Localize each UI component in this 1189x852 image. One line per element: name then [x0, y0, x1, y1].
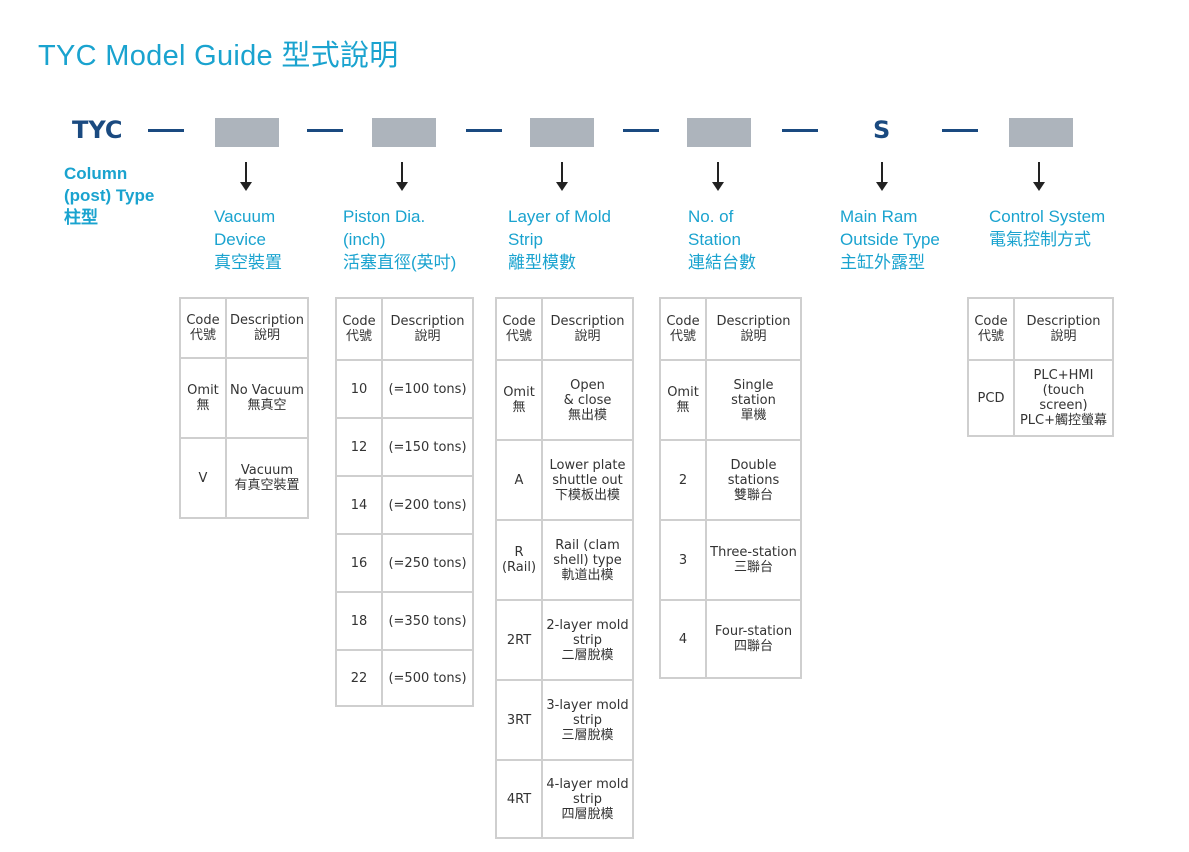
table-row: 10(=100 tons) — [335, 359, 474, 419]
arrow-down-icon — [240, 162, 252, 192]
code-slot-layer — [530, 118, 594, 147]
code-slot-piston — [372, 118, 436, 147]
label-no-station: No. of Station 連結台數 — [688, 207, 756, 272]
code-slot-vacuum — [215, 118, 279, 147]
table-row: 14(=200 tons) — [335, 475, 474, 535]
arrow-down-icon — [396, 162, 408, 192]
label-control-system: Control System 電氣控制方式 — [989, 207, 1106, 249]
fixed-code-s: S — [873, 116, 891, 144]
table-row: 18(=350 tons) — [335, 591, 474, 651]
arrow-down-icon — [712, 162, 724, 192]
table-row: 22(=500 tons) — [335, 649, 474, 707]
separator-dash — [782, 129, 818, 132]
table-row: 12(=150 tons) — [335, 417, 474, 477]
table-row: 16(=250 tons) — [335, 533, 474, 593]
separator-dash — [148, 129, 184, 132]
code-slot-control — [1009, 118, 1073, 147]
label-vacuum-device: Vacuum Device 真空裝置 — [214, 207, 282, 272]
arrow-down-icon — [876, 162, 888, 192]
model-prefix: TYC — [72, 116, 123, 144]
table-row: PCD PLC+HMI(touch screen)PLC+觸控螢幕 — [967, 359, 1114, 437]
separator-dash — [307, 129, 343, 132]
column-post-label: Column (post) Type 柱型 — [64, 164, 155, 227]
separator-dash — [942, 129, 978, 132]
arrow-down-icon — [1033, 162, 1045, 192]
page-title: TYC Model Guide 型式說明 — [38, 40, 399, 72]
label-main-ram: Main Ram Outside Type 主缸外露型 — [840, 207, 940, 272]
arrow-down-icon — [556, 162, 568, 192]
code-slot-station — [687, 118, 751, 147]
separator-dash — [623, 129, 659, 132]
label-piston-dia: Piston Dia. (inch) 活塞直徑(英吋) — [343, 207, 457, 272]
label-layer-mold: Layer of Mold Strip 離型模數 — [508, 207, 611, 272]
separator-dash — [466, 129, 502, 132]
